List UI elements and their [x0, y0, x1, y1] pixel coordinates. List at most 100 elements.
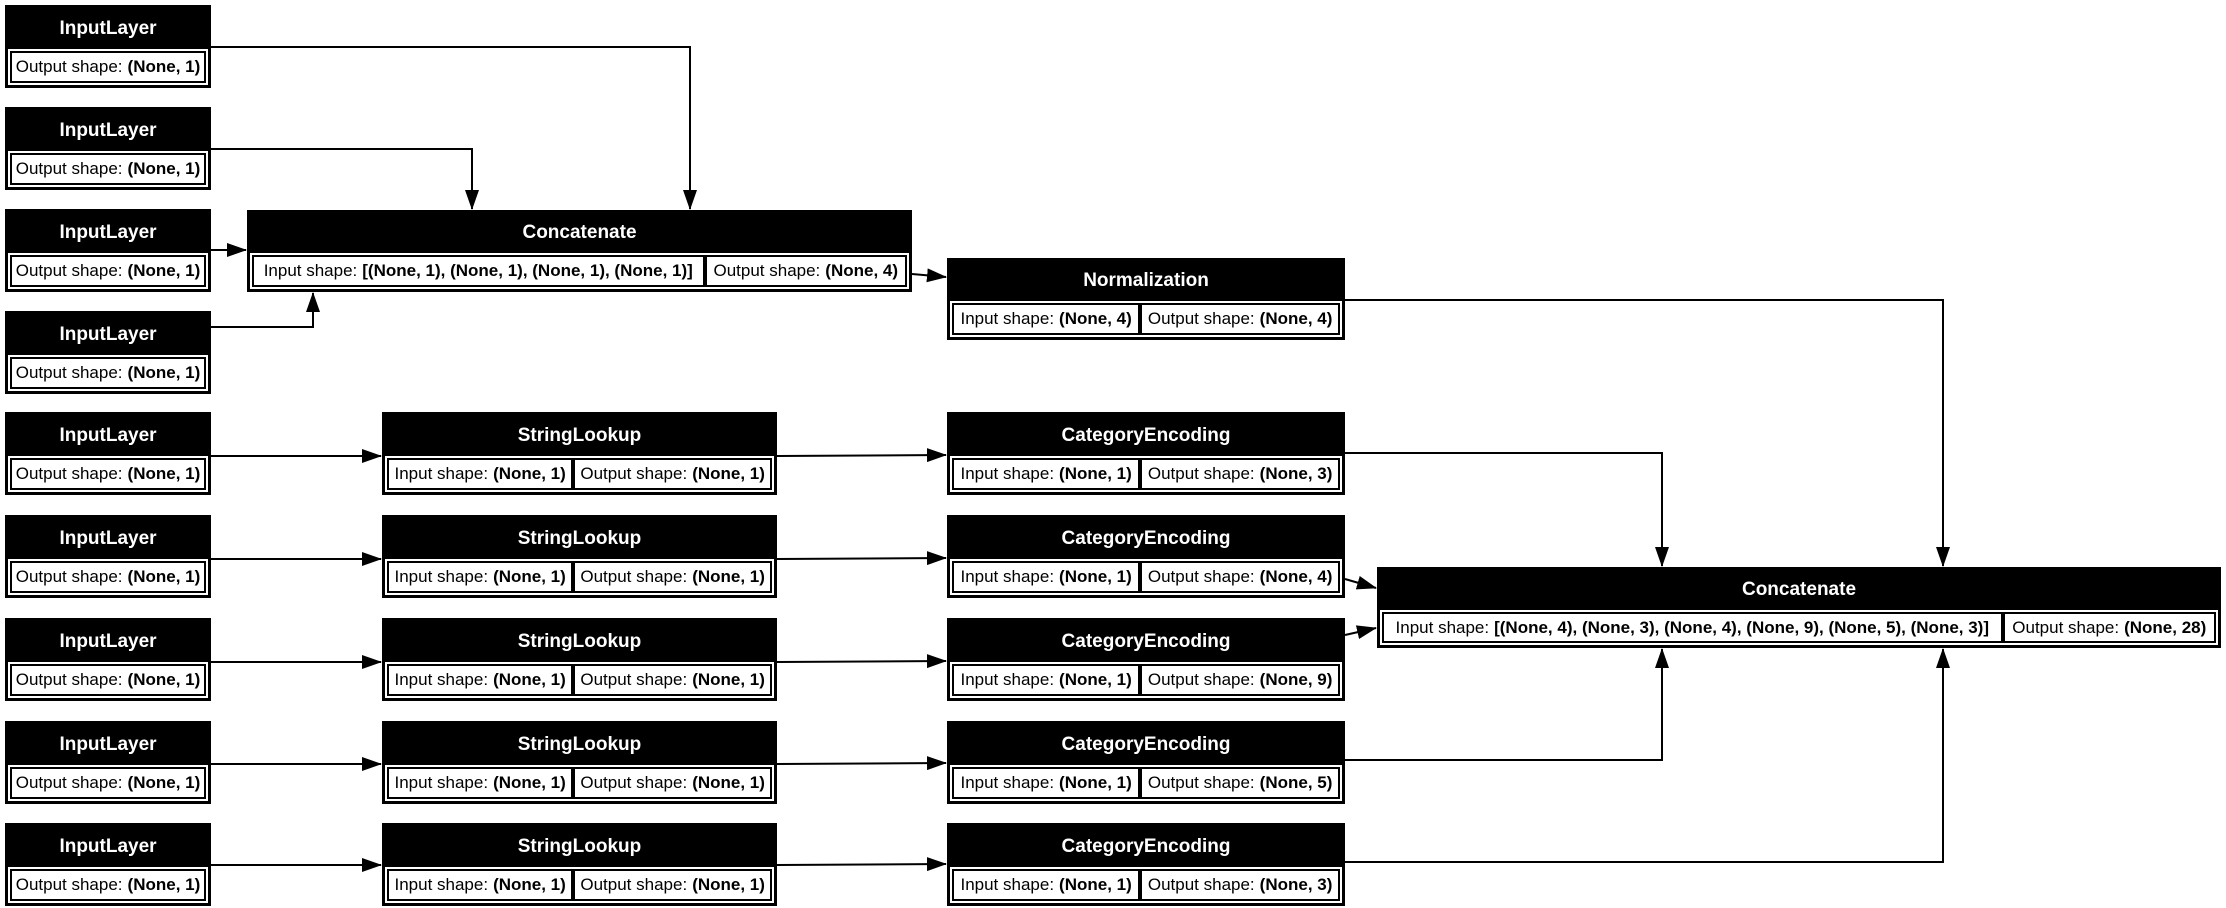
- shape-label: Output shape:: [15, 57, 123, 76]
- shape-cell: Output shape:(None, 3): [1140, 869, 1340, 901]
- shape-label: Output shape:: [1147, 464, 1255, 483]
- shape-row: Input shape:(None, 1)Output shape:(None,…: [950, 559, 1342, 595]
- shape-value: (None, 1): [1059, 773, 1132, 792]
- layer-type-title: CategoryEncoding: [950, 724, 1342, 765]
- shape-cell: Input shape:(None, 1): [387, 664, 574, 696]
- shape-value: (None, 1): [493, 670, 566, 689]
- edge-category-encoding-3-to-concatenate-2: [1344, 625, 1377, 640]
- layer-type-title: CategoryEncoding: [950, 518, 1342, 559]
- shape-cell: Input shape:(None, 1): [387, 767, 574, 799]
- shape-cell: Output shape:(None, 1): [10, 357, 206, 389]
- shape-row: Output shape:(None, 1): [8, 559, 208, 595]
- layer-type-title: CategoryEncoding: [950, 826, 1342, 867]
- shape-row: Output shape:(None, 1): [8, 765, 208, 801]
- shape-value: (None, 1): [127, 567, 201, 586]
- shape-row: Input shape:(None, 1)Output shape:(None,…: [950, 765, 1342, 801]
- shape-cell: Output shape:(None, 4): [1140, 561, 1340, 593]
- shape-value: (None, 1): [1059, 464, 1132, 483]
- shape-row: Input shape:(None, 1)Output shape:(None,…: [950, 867, 1342, 903]
- shape-value: [(None, 1), (None, 1), (None, 1), (None,…: [362, 261, 693, 280]
- shape-label: Input shape:: [394, 773, 489, 792]
- shape-cell: Output shape:(None, 1): [10, 458, 206, 490]
- shape-label: Output shape:: [15, 670, 123, 689]
- shape-label: Output shape:: [580, 567, 688, 586]
- shape-label: Input shape:: [960, 567, 1055, 586]
- shape-cell: Input shape:(None, 1): [952, 664, 1141, 696]
- shape-cell: Output shape:(None, 1): [573, 767, 772, 799]
- shape-cell: Output shape:(None, 1): [10, 51, 206, 83]
- shape-cell: Input shape:[(None, 1), (None, 1), (None…: [252, 255, 705, 287]
- shape-value: (None, 1): [692, 670, 765, 689]
- shape-cell: Input shape:(None, 1): [952, 458, 1141, 490]
- edge-normalization-to-concatenate-2: [1345, 299, 1950, 567]
- shape-value: (None, 1): [127, 261, 201, 280]
- shape-cell: Input shape:(None, 1): [952, 767, 1141, 799]
- shape-value: (None, 1): [692, 567, 765, 586]
- layer-type-title: InputLayer: [8, 212, 208, 253]
- shape-cell: Output shape:(None, 1): [573, 664, 772, 696]
- shape-value: (None, 1): [692, 773, 765, 792]
- shape-label: Output shape:: [15, 773, 123, 792]
- shape-value: (None, 4): [1259, 309, 1333, 328]
- layer-type-title: InputLayer: [8, 110, 208, 151]
- shape-row: Output shape:(None, 1): [8, 151, 208, 187]
- edge-input-layer-1-to-concatenate-1: [211, 46, 697, 210]
- edge-string-lookup-1-to-category-encoding-1: [776, 448, 947, 463]
- shape-value: (None, 1): [127, 57, 201, 76]
- shape-value: (None, 1): [127, 464, 201, 483]
- layer-type-title: Concatenate: [250, 213, 909, 253]
- shape-value: (None, 1): [493, 464, 566, 483]
- edge-string-lookup-5-to-category-encoding-5: [776, 857, 947, 872]
- shape-label: Output shape:: [1147, 309, 1255, 328]
- shape-row: Input shape:[(None, 1), (None, 1), (None…: [250, 253, 909, 289]
- shape-value: (None, 1): [127, 159, 201, 178]
- shape-label: Output shape:: [580, 670, 688, 689]
- shape-label: Input shape:: [960, 875, 1055, 894]
- layer-type-title: CategoryEncoding: [950, 621, 1342, 662]
- shape-row: Input shape: (None, 1)Output shape:(None,…: [385, 559, 774, 595]
- edge-string-lookup-2-to-category-encoding-2: [776, 551, 947, 566]
- edge-input-layer-2-to-concatenate-1: [211, 148, 479, 210]
- shape-row: Input shape:(None, 1)Output shape:(None,…: [950, 662, 1342, 698]
- edge-concatenate-1-to-normalization: [911, 268, 947, 283]
- layer-type-title: InputLayer: [8, 518, 208, 559]
- shape-value: (None, 3): [1259, 464, 1333, 483]
- shape-value: (None, 5): [1259, 773, 1333, 792]
- shape-row: Input shape:(None, 1)Output shape:(None,…: [385, 662, 774, 698]
- layer-type-title: InputLayer: [8, 724, 208, 765]
- shape-label: Input shape:: [394, 567, 489, 586]
- shape-value: (None, 28): [2124, 617, 2207, 637]
- shape-value: (None, 1): [493, 875, 566, 894]
- shape-cell: Output shape:(None, 1): [573, 561, 772, 593]
- shape-cell: Input shape:(None, 1): [387, 869, 574, 901]
- layer-type-title: InputLayer: [8, 314, 208, 355]
- shape-value: (None, 9): [1259, 670, 1333, 689]
- shape-label: Output shape:: [580, 875, 688, 894]
- shape-value: (None, 4): [825, 261, 899, 280]
- shape-row: Output shape:(None, 1): [8, 867, 208, 903]
- shape-value: (None, 1): [127, 875, 201, 894]
- shape-value: (None, 4): [1259, 567, 1333, 586]
- shape-label: Output shape:: [15, 567, 123, 586]
- shape-cell: Output shape:(None, 5): [1140, 767, 1340, 799]
- shape-value: (None, 1): [127, 670, 201, 689]
- shape-label: Input shape:: [394, 464, 489, 483]
- shape-cell: Output shape:(None, 1): [10, 869, 206, 901]
- shape-value: (None, 4): [1059, 309, 1132, 328]
- layer-type-title: InputLayer: [8, 826, 208, 867]
- shape-label: Input shape:: [960, 309, 1055, 328]
- shape-label: Output shape:: [1147, 567, 1255, 586]
